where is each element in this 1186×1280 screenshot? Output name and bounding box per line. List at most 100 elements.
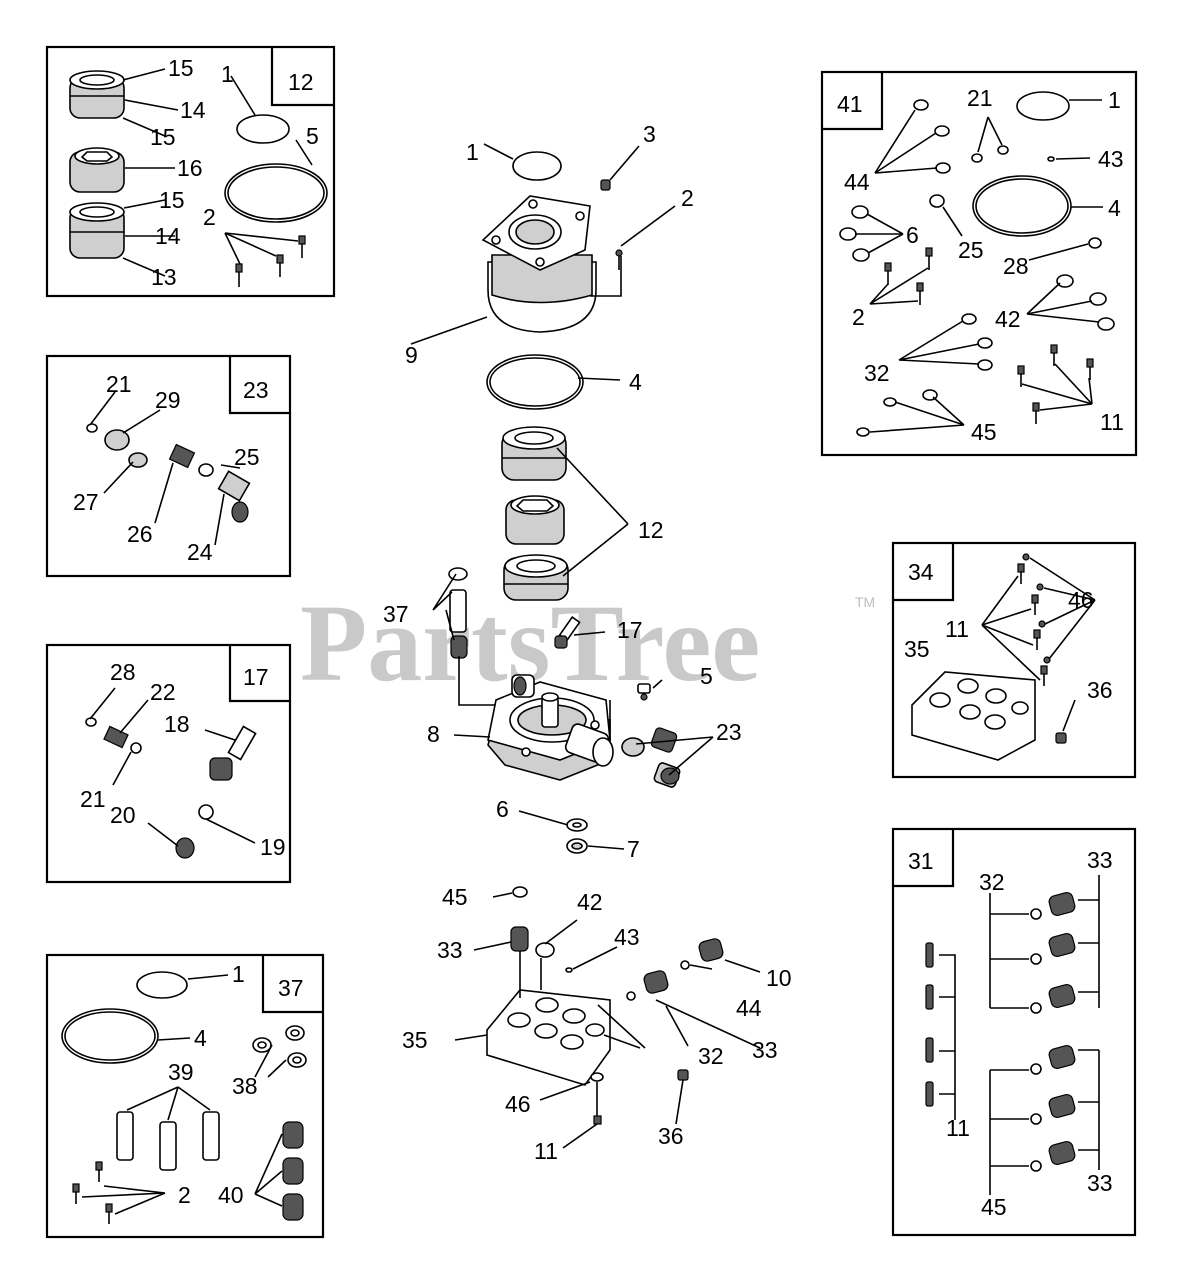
kit-17-id: 17 <box>243 664 269 690</box>
manifold-icon <box>911 671 1036 761</box>
kit-31-box: 31 32 33 11 45 33 <box>891 827 1137 1237</box>
kit-17-box: 17 28 22 18 21 20 19 <box>45 643 292 884</box>
callout-label: 33 <box>752 1037 778 1063</box>
callout-label: 4 <box>194 1025 207 1051</box>
callout-label: 26 <box>127 521 153 547</box>
o-ring-icon <box>535 942 555 958</box>
callout-label: 36 <box>658 1123 684 1149</box>
o-ring-icon <box>512 151 562 181</box>
collar-icon <box>69 147 125 193</box>
callout-label: 24 <box>187 539 213 565</box>
collar-icon <box>505 495 565 545</box>
screw-icon <box>72 1161 113 1224</box>
callout-label: 1 <box>232 961 245 987</box>
nut-icon <box>600 179 611 191</box>
callout-label: 46 <box>1068 587 1094 613</box>
callout-label: 3 <box>643 121 656 147</box>
callout-label: 43 <box>614 924 640 950</box>
callout-label: 10 <box>766 965 792 991</box>
callout-label: 11 <box>1100 409 1124 435</box>
callout-label: 5 <box>306 123 319 149</box>
callout-label: 28 <box>1003 253 1029 279</box>
kit-37-id: 37 <box>278 975 304 1001</box>
o-ring-icon <box>136 971 188 999</box>
o-ring-icon <box>512 886 528 898</box>
spring-icon <box>1048 891 1076 1166</box>
washer-icon <box>590 1072 604 1082</box>
kit-37-box: 37 1 4 38 39 2 40 <box>45 953 325 1239</box>
valve-icon <box>637 683 651 701</box>
o-ring-icon <box>1030 908 1042 1172</box>
callout-label: 43 <box>1098 146 1124 172</box>
piston-icon <box>116 1111 220 1171</box>
callout-label: 45 <box>981 1194 1007 1220</box>
fitting-icon <box>209 725 257 781</box>
callout-label: 8 <box>427 721 440 747</box>
fitting-icon <box>554 616 581 649</box>
callout-label: 14 <box>180 97 206 123</box>
pump-housing-icon <box>481 195 597 333</box>
screw-icon <box>593 1082 602 1125</box>
callout-label: 22 <box>150 679 176 705</box>
callout-label: 14 <box>155 223 181 249</box>
callout-label: 5 <box>700 663 713 689</box>
o-ring-icon <box>1016 91 1070 121</box>
callout-label: 35 <box>402 1027 428 1053</box>
nut-icon <box>677 1069 689 1081</box>
screw-icon <box>925 942 934 1107</box>
callout-label: 36 <box>1087 677 1113 703</box>
kit-23-box: 23 21 29 27 26 25 24 <box>45 354 292 578</box>
callout-label: 33 <box>1087 847 1113 873</box>
bearing-icon <box>503 554 569 601</box>
callout-label: 2 <box>852 304 865 330</box>
callout-label: 35 <box>904 636 930 662</box>
bearing-icon <box>69 202 125 259</box>
kit-12-id: 12 <box>288 69 314 95</box>
o-ring-icon <box>236 114 290 144</box>
callout-label: 6 <box>906 222 919 248</box>
kit-31-id: 31 <box>908 848 934 874</box>
callout-label: 15 <box>168 55 194 81</box>
nut-icon <box>1055 732 1067 744</box>
callout-label: 9 <box>405 342 418 368</box>
spring-icon <box>168 443 196 469</box>
spring-icon <box>282 1121 304 1221</box>
screw-icon <box>615 249 623 270</box>
callout-label: 28 <box>110 659 136 685</box>
callout-label: 4 <box>1108 195 1121 221</box>
callout-label: 11 <box>945 616 969 642</box>
callout-label: 37 <box>383 601 409 627</box>
callout-label: 1 <box>1108 87 1121 113</box>
callout-label: 32 <box>864 360 890 386</box>
callout-label: 44 <box>736 995 762 1021</box>
callout-label: 7 <box>627 836 640 862</box>
callout-label: 2 <box>681 185 694 211</box>
callout-label: 4 <box>629 369 642 395</box>
callout-label: 12 <box>638 517 664 543</box>
manifold-icon <box>486 989 611 1086</box>
callout-label: 6 <box>496 796 509 822</box>
kit-23-id: 23 <box>243 377 269 403</box>
bearing-icon <box>501 426 567 481</box>
callout-label: 32 <box>979 869 1005 895</box>
callout-label: 19 <box>260 834 286 860</box>
callout-label: 39 <box>168 1059 194 1085</box>
spring-icon <box>103 725 129 749</box>
callout-label: 33 <box>1087 1170 1113 1196</box>
kit-34-id: 34 <box>908 559 934 585</box>
callout-label: 42 <box>995 306 1021 332</box>
main-assembly: 1 3 2 9 4 12 37 17 5 8 23 6 7 45 42 43 3… <box>383 121 792 1164</box>
callout-label: 32 <box>698 1043 724 1069</box>
valve-icon <box>621 727 681 788</box>
spring-icon <box>510 926 529 952</box>
callout-label: 15 <box>159 187 185 213</box>
callout-label: 16 <box>177 155 203 181</box>
callout-label: 21 <box>80 786 106 812</box>
kit-41-box: 41 <box>820 70 1138 457</box>
callout-label: 2 <box>203 204 216 230</box>
kit-12-box: 12 15 14 15 <box>45 45 336 298</box>
o-ring-icon <box>839 99 1115 437</box>
pump-head-icon <box>487 674 614 781</box>
poppet-icon <box>104 429 130 451</box>
callout-label: 17 <box>617 617 643 643</box>
